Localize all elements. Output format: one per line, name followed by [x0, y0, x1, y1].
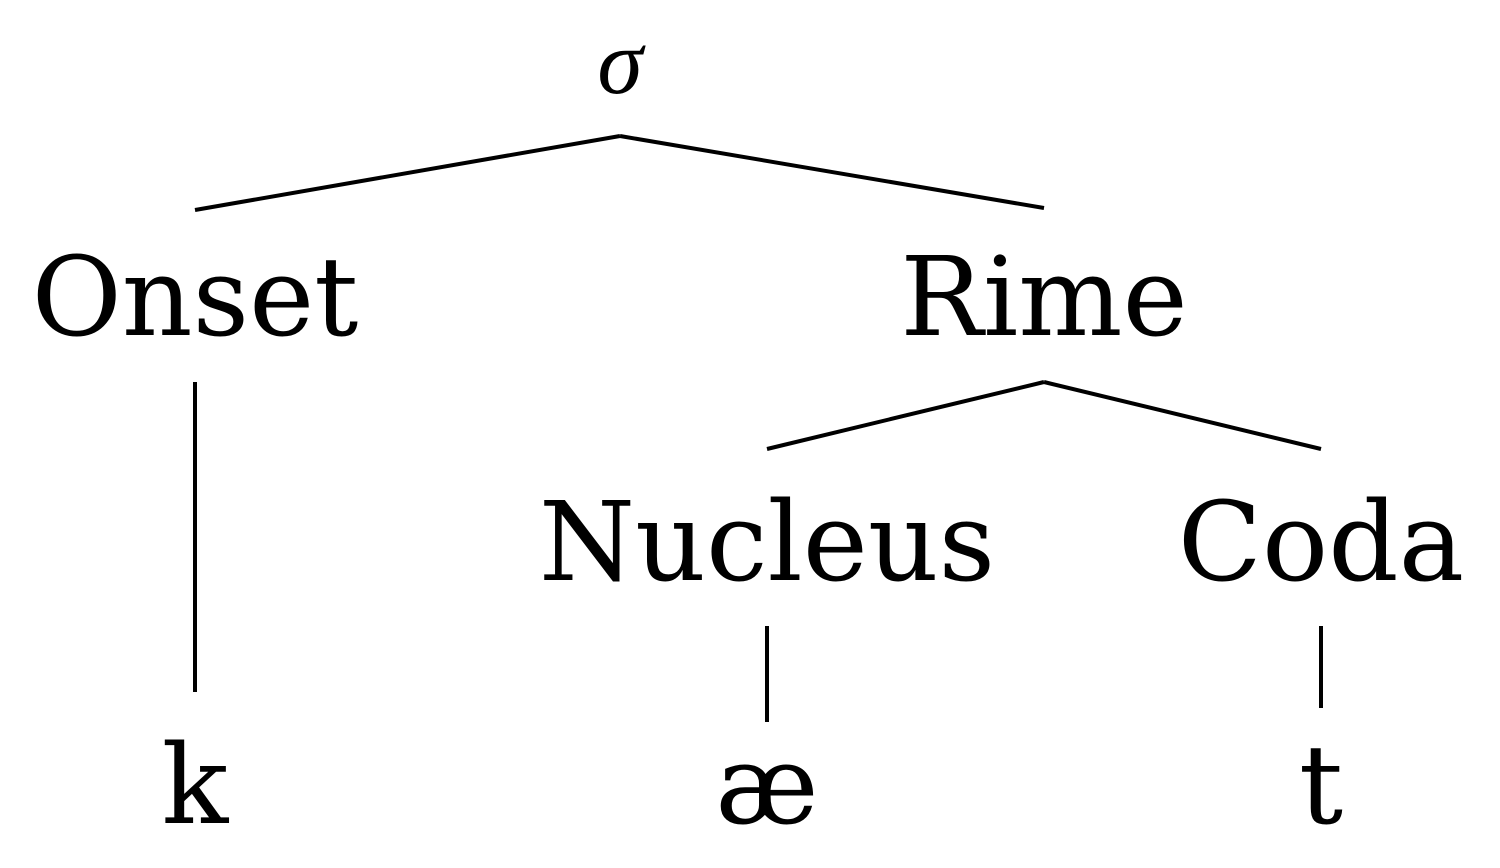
segment-nucleus-ae: æ — [715, 721, 818, 849]
segment-onset-k: k — [162, 721, 230, 849]
segment-coda-t: t — [1299, 721, 1343, 849]
node-coda: Coda — [1178, 478, 1464, 606]
edge-rime-coda — [1043, 380, 1322, 451]
node-sigma: σ — [597, 11, 646, 113]
edge-sigma-onset — [194, 134, 621, 212]
edge-rime-nucleus — [766, 380, 1045, 451]
node-nucleus: Nucleus — [539, 478, 995, 606]
node-rime: Rime — [900, 233, 1187, 361]
edge-sigma-rime — [619, 134, 1045, 210]
node-onset: Onset — [32, 233, 359, 361]
